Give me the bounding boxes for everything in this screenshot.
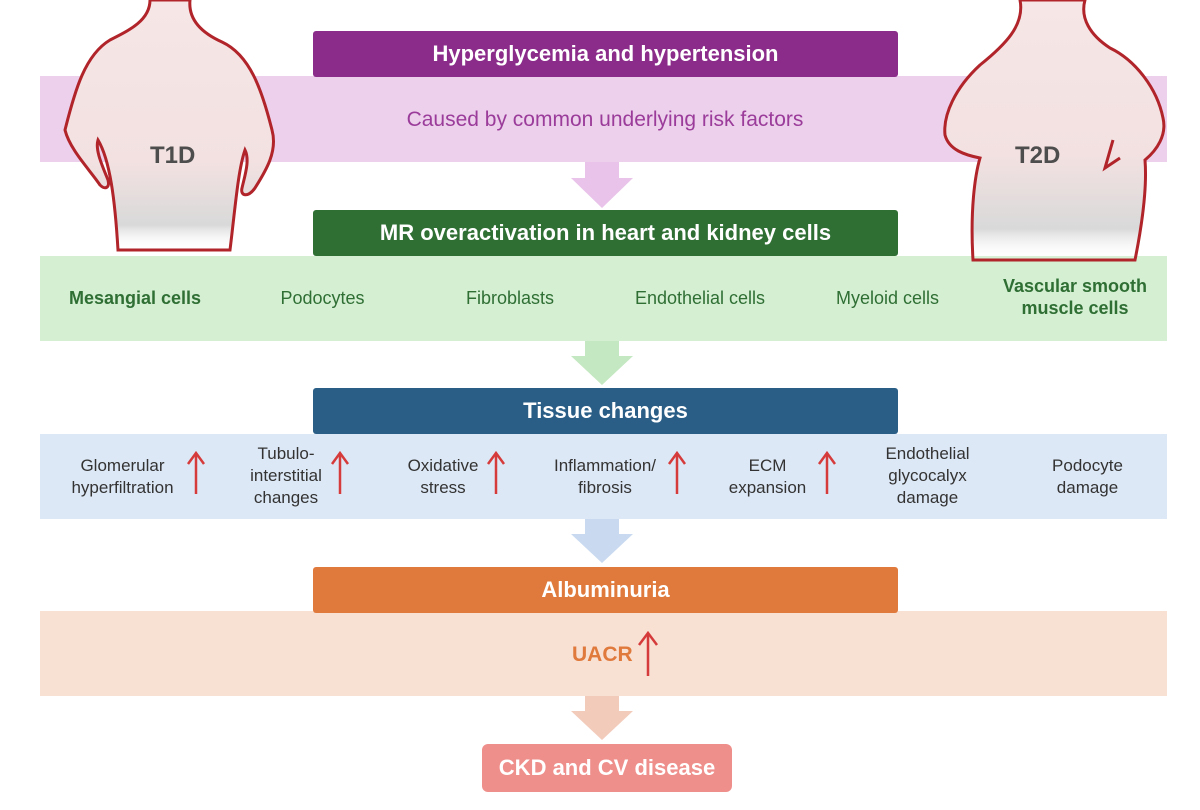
arrow-down-icon: [571, 162, 633, 208]
cell-myeloid: Myeloid cells: [835, 288, 940, 308]
stage2-header: MR overactivation in heart and kidney ce…: [313, 210, 898, 256]
arrow-down-icon: [571, 519, 633, 563]
stage3-band: [40, 434, 1167, 519]
change-glomerular-hyperfiltration: Glomerular hyperfiltration: [71, 456, 174, 497]
stage5-header: CKD and CV disease: [482, 744, 732, 792]
increase-arrow-icon: [667, 450, 687, 494]
increase-arrow-icon: [638, 630, 658, 676]
uacr-label: UACR: [572, 643, 633, 666]
t1d-label: T1D: [150, 142, 196, 169]
stage4-band: [40, 611, 1167, 696]
cell-vascular-smooth-muscle: Vascular smooth muscle cells: [1002, 276, 1148, 318]
stage1-header: Hyperglycemia and hypertension: [313, 31, 898, 77]
t2d-label: T2D: [1015, 142, 1061, 169]
arrow-down-icon: [571, 341, 633, 385]
arrow-down-icon: [571, 696, 633, 740]
change-tubulointerstitial: Tubulo- interstitial changes: [250, 444, 322, 507]
cell-mesangial: Mesangial cells: [68, 288, 202, 308]
stage4-header: Albuminuria: [313, 567, 898, 613]
change-endothelial-glycocalyx: Endothelial glycocalyx damage: [885, 444, 970, 507]
increase-arrow-icon: [486, 450, 506, 494]
increase-arrow-icon: [817, 450, 837, 494]
change-ecm-expansion: ECM expansion: [728, 456, 807, 497]
t2d-body-icon: [943, 0, 1166, 262]
change-podocyte-damage: Podocyte damage: [1052, 456, 1123, 497]
stage2-band: [40, 256, 1167, 341]
increase-arrow-icon: [330, 450, 350, 494]
change-inflammation-fibrosis: Inflammation/ fibrosis: [553, 456, 657, 497]
cell-endothelial: Endothelial cells: [634, 288, 766, 308]
stage1-band-text: Caused by common underlying risk factors: [406, 108, 804, 131]
increase-arrow-icon: [186, 450, 206, 494]
cell-fibroblasts: Fibroblasts: [465, 288, 555, 308]
stage3-header: Tissue changes: [313, 388, 898, 434]
t1d-body-icon: [63, 0, 275, 252]
change-oxidative-stress: Oxidative stress: [407, 456, 479, 497]
cell-podocytes: Podocytes: [280, 288, 365, 308]
